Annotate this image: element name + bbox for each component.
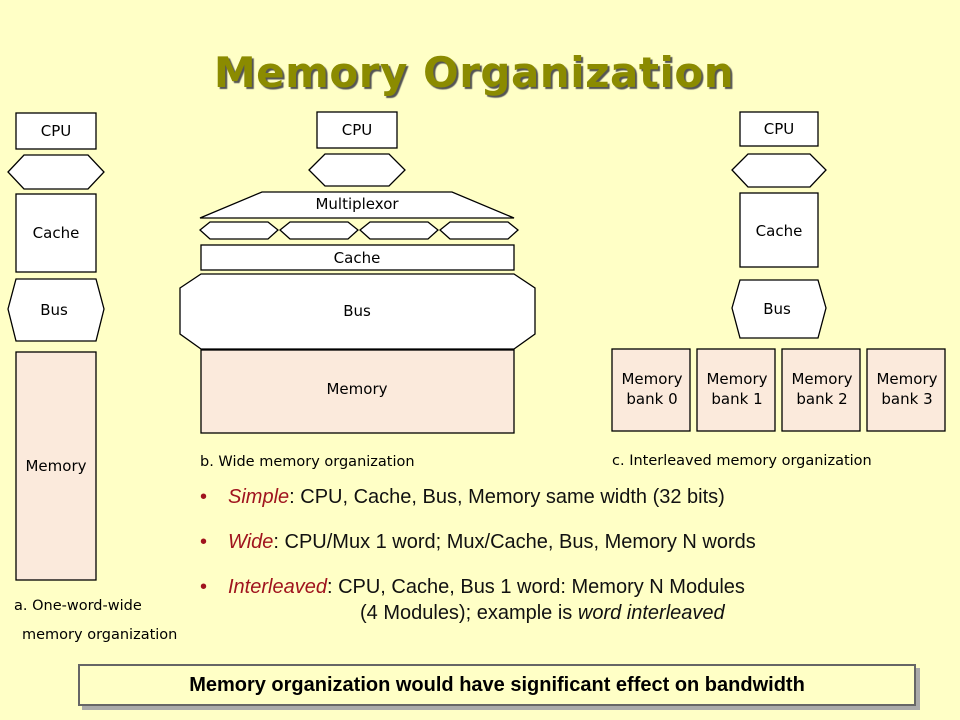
a-caption-line1: a. One-word-wide xyxy=(14,598,142,614)
a-bus xyxy=(7,278,105,342)
b-caption: b. Wide memory organization xyxy=(200,454,415,470)
a-cpu-box xyxy=(15,112,97,150)
c-cpu-cache-link xyxy=(731,153,827,188)
c-bus xyxy=(731,279,827,339)
bullet-interleaved-cont-text: (4 Modules); example is xyxy=(360,602,578,624)
b-bus xyxy=(179,273,536,350)
c-bank-3-line2: bank 3 xyxy=(881,390,932,408)
b-mux-cache-link-4 xyxy=(438,221,520,240)
page-title: Memory Organization xyxy=(213,48,735,97)
b-mux-cache-link-3 xyxy=(358,221,440,240)
bullet-interleaved-continuation: (4 Modules); example is word interleaved xyxy=(228,600,960,626)
c-cache-box xyxy=(739,192,819,268)
b-cpu-mux-link xyxy=(308,153,406,187)
c-bank-3-box xyxy=(866,348,946,432)
b-bus-label: Bus xyxy=(343,302,371,320)
bullet-wide-text: : CPU/Mux 1 word; Mux/Cache, Bus, Memory… xyxy=(273,531,756,553)
c-cpu-label: CPU xyxy=(764,120,795,138)
a-bus-label: Bus xyxy=(40,301,68,319)
c-bank-3-line1: Memory xyxy=(876,370,937,388)
diagram-c xyxy=(611,111,946,432)
bullet-list: Simple: CPU, Cache, Bus, Memory same wid… xyxy=(200,484,960,645)
a-cache-label: Cache xyxy=(33,224,80,242)
b-cache-label: Cache xyxy=(334,249,381,267)
c-bank-2-line2: bank 2 xyxy=(796,390,847,408)
c-bank-1-line1: Memory xyxy=(706,370,767,388)
a-memory-label: Memory xyxy=(25,457,86,475)
bullet-wide-term: Wide xyxy=(228,531,274,553)
a-cpu-cache-link xyxy=(7,154,105,190)
b-mux-label: Multiplexor xyxy=(315,195,399,213)
c-bus-label: Bus xyxy=(763,300,791,318)
b-multiplexor xyxy=(199,191,515,219)
diagram-a xyxy=(7,112,105,581)
b-memory-box xyxy=(200,349,515,434)
bullet-interleaved-cont-emphasis: word interleaved xyxy=(577,602,725,624)
c-bank-2-box xyxy=(781,348,861,432)
b-memory-label: Memory xyxy=(326,380,387,398)
b-mux-cache-link-2 xyxy=(278,221,360,240)
bullet-wide: Wide: CPU/Mux 1 word; Mux/Cache, Bus, Me… xyxy=(200,529,960,555)
a-cache-box xyxy=(15,193,97,273)
c-bank-1-line2: bank 1 xyxy=(711,390,762,408)
diagram-b xyxy=(179,111,536,434)
c-bank-2-line1: Memory xyxy=(791,370,852,388)
c-bank-0-line2: bank 0 xyxy=(626,390,677,408)
a-memory-box xyxy=(15,351,97,581)
a-cpu-label: CPU xyxy=(41,122,72,140)
c-bank-1-box xyxy=(696,348,776,432)
c-cpu-box xyxy=(739,111,819,147)
bullet-interleaved-term: Interleaved xyxy=(228,576,327,598)
b-mux-cache-link-1 xyxy=(198,221,280,240)
bullet-simple-term: Simple xyxy=(228,486,290,508)
c-caption: c. Interleaved memory organization xyxy=(612,453,872,469)
b-cache-box xyxy=(200,244,515,271)
a-caption-line2: memory organization xyxy=(22,627,177,643)
c-cache-label: Cache xyxy=(756,222,803,240)
c-bank-0-box xyxy=(611,348,691,432)
bullet-simple: Simple: CPU, Cache, Bus, Memory same wid… xyxy=(200,484,960,510)
bullet-simple-text: : CPU, Cache, Bus, Memory same width (32… xyxy=(289,486,725,508)
b-cpu-label: CPU xyxy=(342,121,373,139)
b-cpu-box xyxy=(316,111,398,149)
bullet-interleaved-text: : CPU, Cache, Bus 1 word: Memory N Modul… xyxy=(326,576,745,598)
bullet-interleaved: Interleaved: CPU, Cache, Bus 1 word: Mem… xyxy=(200,574,960,626)
c-bank-0-line1: Memory xyxy=(621,370,682,388)
conclusion-banner: Memory organization would have significa… xyxy=(78,664,916,706)
